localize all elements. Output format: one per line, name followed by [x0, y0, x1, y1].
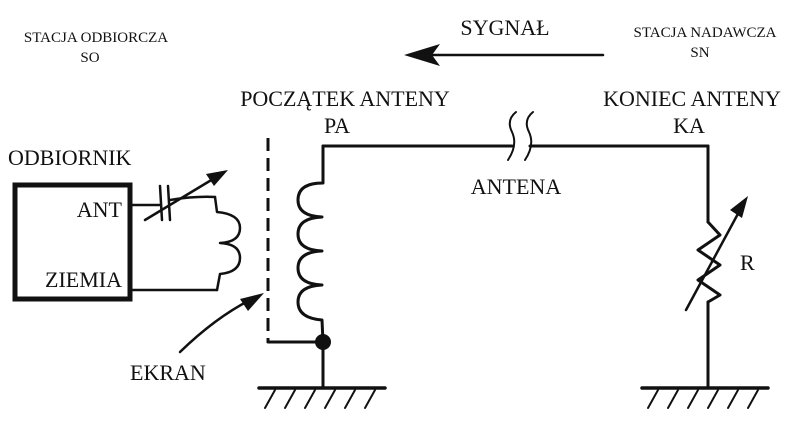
- receiver-terminal-ground: ZIEMIA: [45, 267, 122, 292]
- receiver-station-abbr: SO: [80, 50, 99, 66]
- wire-break-icon: [507, 111, 534, 161]
- shield-label: EKRAN: [130, 360, 206, 385]
- termination-resistor: [696, 220, 722, 304]
- shield-arrow-icon: [240, 293, 264, 311]
- coupling-coil: [213, 195, 242, 292]
- antenna-end-title: KONIEC ANTENY: [603, 86, 781, 111]
- transmitter-station-title: STACJA NADAWCZA: [633, 25, 776, 41]
- transmitter-station-abbr: SN: [690, 45, 709, 61]
- antenna-end-abbr: KA: [673, 113, 705, 138]
- signal-label: SYGNAŁ: [460, 15, 549, 40]
- antenna-start-abbr: PA: [324, 113, 350, 138]
- antenna-start-title: POCZĄTEK ANTENY: [240, 86, 450, 111]
- tuning-capacitor: [128, 170, 228, 222]
- resistor-arrow-icon: [730, 196, 748, 218]
- ground-left-icon: [257, 386, 387, 409]
- ground-right-icon: [640, 386, 770, 409]
- antenna-label: ANTENA: [471, 174, 562, 199]
- receiver-station-title: STACJA ODBIORCZA: [24, 30, 168, 46]
- receiver-terminal-ant: ANT: [77, 197, 123, 222]
- receiver-label: ODBIORNIK: [8, 145, 132, 170]
- variable-arrow-icon: [206, 170, 228, 186]
- resistor-label: R: [740, 250, 755, 275]
- antenna-coil: [296, 144, 325, 344]
- receiver-box: [12, 182, 133, 302]
- signal-arrow-icon: [404, 44, 605, 66]
